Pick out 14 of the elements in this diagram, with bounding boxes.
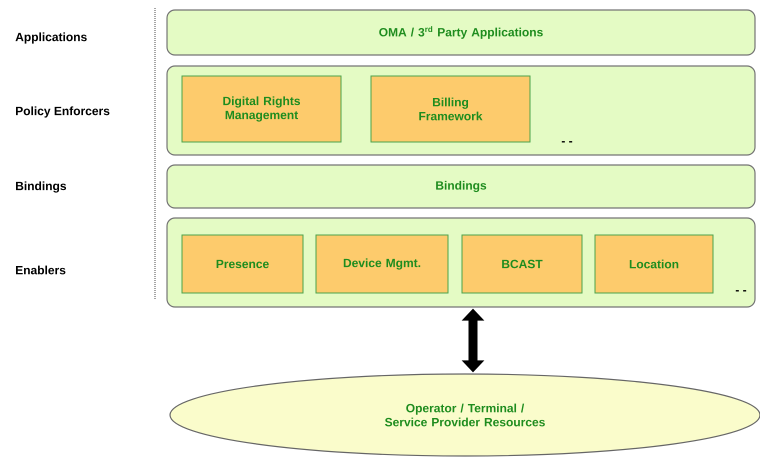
layer-band: OMA / 3$^{rd}$ Party Applications <box>166 9 756 56</box>
component-box: Digital Rights Management <box>182 76 342 142</box>
ellipsis-mark: - - <box>736 290 746 292</box>
component-box: BCAST <box>462 234 582 294</box>
component-box: Billing Framework <box>370 76 530 142</box>
layer-name: Bindings <box>16 181 66 193</box>
component-box: Presence <box>182 234 304 294</box>
layer-name: Applications <box>16 32 87 44</box>
layer-band: Bindings <box>166 164 756 209</box>
layer-name: Policy Enforcers <box>16 106 110 118</box>
component-box: Device Mgmt. <box>316 234 448 294</box>
ellipsis-mark: - - <box>562 141 572 142</box>
layer-name: Enablers <box>16 266 66 274</box>
component-box: Location <box>594 234 714 294</box>
